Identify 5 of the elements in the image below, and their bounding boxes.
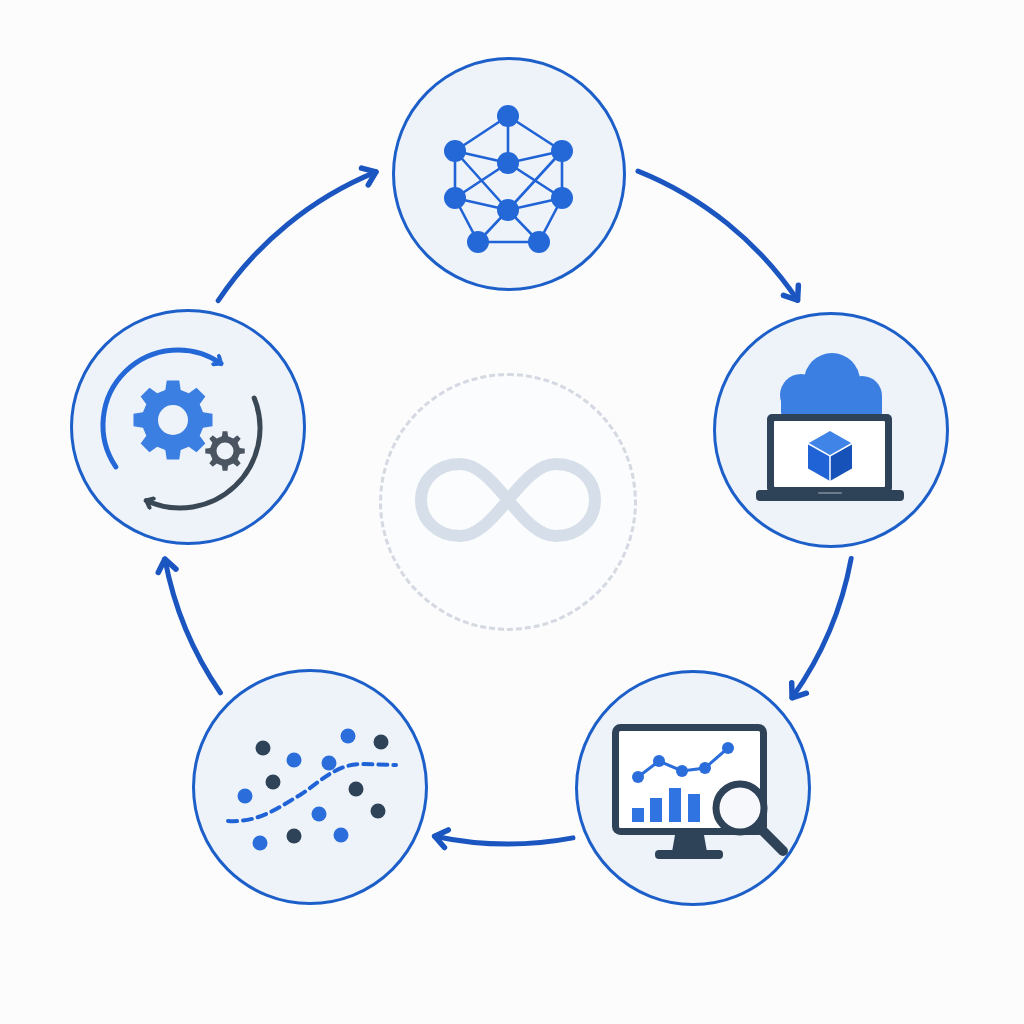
curved-arrow <box>156 556 223 696</box>
curved-arrow <box>215 166 379 304</box>
curved-arrow <box>788 555 854 701</box>
curved-arrow <box>431 826 576 850</box>
curved-arrow <box>635 168 801 303</box>
